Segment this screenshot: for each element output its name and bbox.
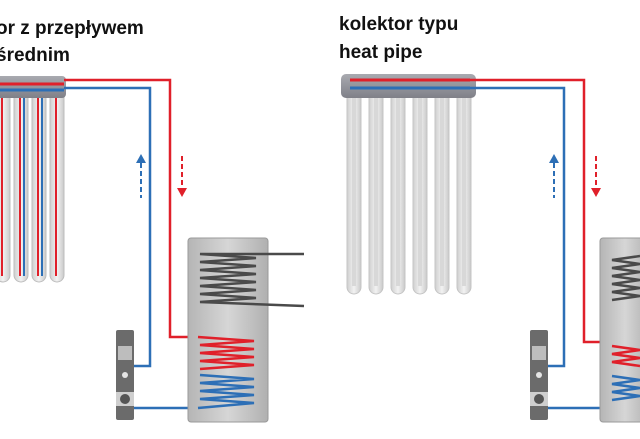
- left-pump-station: [116, 330, 134, 420]
- right-collector-header: [341, 74, 476, 98]
- left-panel: [0, 76, 305, 423]
- left-down-arrow: [177, 156, 187, 197]
- right-collector-title-line1: kolektor typu: [339, 14, 459, 35]
- right-cold-pipe: [470, 86, 566, 368]
- left-collector-title-line2: średnim: [0, 45, 70, 66]
- left-collector-tubes: [0, 89, 65, 283]
- right-storage-tank: [599, 237, 640, 423]
- left-tank-upper-coil: [199, 252, 305, 308]
- left-cold-pipe: [64, 86, 152, 368]
- right-down-arrow: [591, 156, 601, 197]
- left-collector-header: [0, 76, 66, 98]
- left-up-arrow: [136, 154, 146, 198]
- left-storage-tank: [187, 237, 305, 423]
- right-panel: [341, 74, 640, 423]
- right-up-arrow: [549, 154, 559, 198]
- left-collector-title-line1: or z przepływem: [0, 18, 144, 39]
- left-tank-hot-coil: [197, 335, 255, 371]
- right-pump-station: [530, 330, 548, 420]
- right-collector-tubes: [346, 89, 472, 295]
- left-tank-cold-coil: [197, 373, 255, 410]
- right-collector-title-line2: heat pipe: [339, 42, 423, 63]
- left-hot-pipe: [64, 78, 198, 339]
